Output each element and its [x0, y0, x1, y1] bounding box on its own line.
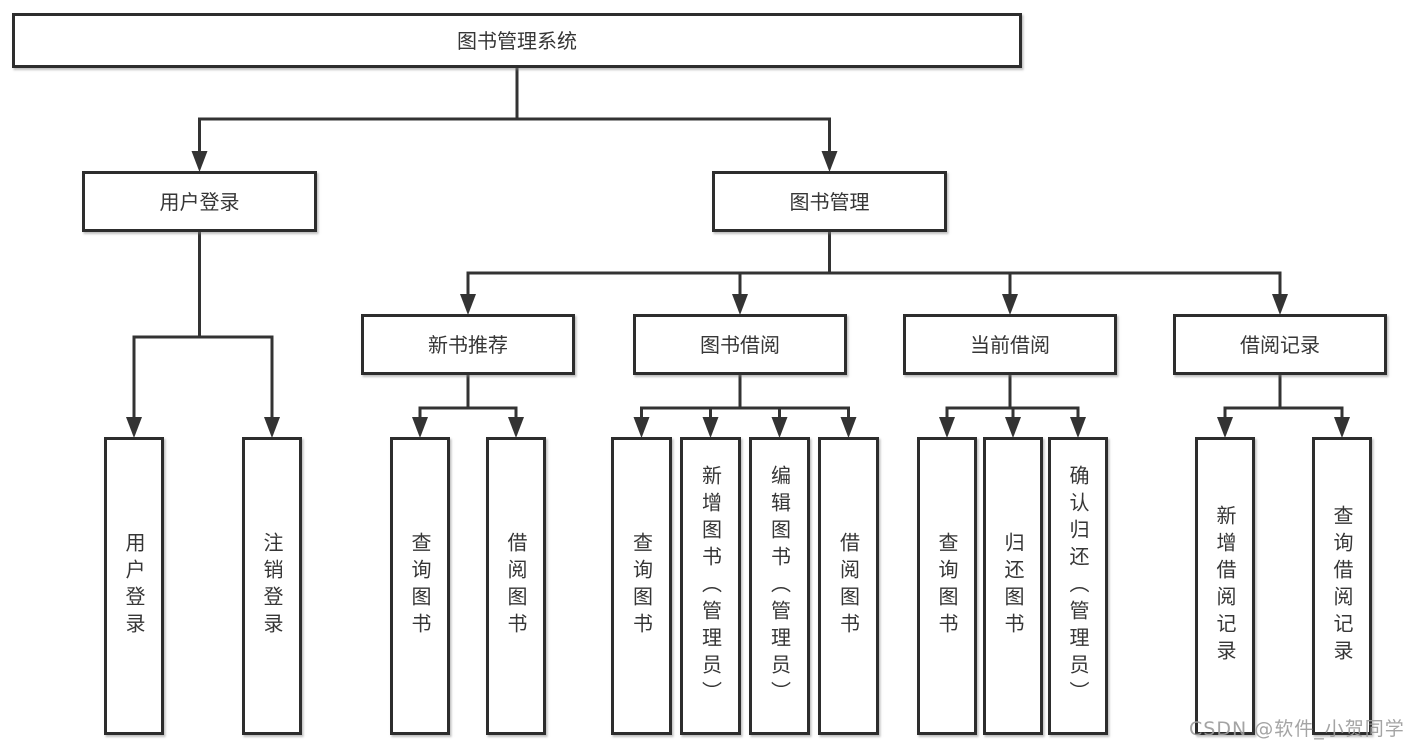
- node-label: 当前借阅: [970, 332, 1050, 357]
- node-label: 用户登录: [122, 532, 146, 640]
- node-label: 查询图书: [408, 532, 432, 640]
- node-label: 图书借阅: [700, 332, 780, 357]
- node-c3: 确认归还（管理员）: [1048, 437, 1108, 735]
- arrowhead-icon: [821, 151, 838, 172]
- arrowhead-icon: [460, 294, 476, 315]
- arrowhead-icon: [732, 294, 748, 315]
- arrowhead-icon: [412, 417, 428, 438]
- node-label: 借阅记录: [1240, 332, 1320, 357]
- node-login: 用户登录: [82, 171, 317, 232]
- node-nb1: 查询图书: [390, 437, 450, 735]
- arrowhead-icon: [1002, 294, 1018, 315]
- arrowhead-icon: [1272, 294, 1288, 315]
- arrowhead-icon: [191, 151, 208, 172]
- node-b3: 编辑图书（管理员）: [749, 437, 810, 735]
- node-records: 借阅记录: [1173, 314, 1387, 375]
- node-label: 新书推荐: [428, 332, 508, 357]
- arrowhead-icon: [508, 417, 524, 438]
- arrowhead-icon: [1005, 417, 1021, 438]
- arrowhead-icon: [840, 417, 857, 438]
- node-label: 新增借阅记录: [1213, 505, 1237, 667]
- arrowhead-icon: [126, 417, 142, 438]
- node-b1: 查询图书: [611, 437, 672, 735]
- node-b2: 新增图书（管理员）: [680, 437, 741, 735]
- node-label: 用户登录: [159, 189, 240, 214]
- node-label: 借阅图书: [504, 532, 528, 640]
- node-newbook: 新书推荐: [361, 314, 575, 375]
- arrowhead-icon: [1070, 417, 1086, 438]
- arrowhead-icon: [771, 417, 788, 438]
- node-label: 借阅图书: [836, 532, 861, 640]
- node-label: 注销登录: [260, 532, 284, 640]
- node-b4: 借阅图书: [818, 437, 879, 735]
- node-login2: 注销登录: [242, 437, 302, 735]
- node-label: 查询图书: [935, 532, 959, 640]
- node-label: 图书管理系统: [457, 28, 577, 53]
- node-label: 编辑图书（管理员）: [767, 464, 792, 708]
- node-label: 确认归还（管理员）: [1066, 464, 1090, 708]
- node-label: 新增图书（管理员）: [698, 464, 723, 708]
- node-r2: 查询借阅记录: [1312, 437, 1372, 735]
- node-label: 归还图书: [1001, 532, 1025, 640]
- node-r1: 新增借阅记录: [1195, 437, 1255, 735]
- node-label: 查询借阅记录: [1330, 505, 1354, 667]
- arrowhead-icon: [1334, 417, 1350, 438]
- arrowhead-icon: [633, 417, 650, 438]
- node-mgmt: 图书管理: [712, 171, 947, 232]
- node-login1: 用户登录: [104, 437, 164, 735]
- node-label: 查询图书: [629, 532, 654, 640]
- node-root: 图书管理系统: [12, 13, 1022, 68]
- node-nb2: 借阅图书: [486, 437, 546, 735]
- arrowhead-icon: [1217, 417, 1233, 438]
- node-label: 图书管理: [789, 189, 870, 214]
- node-c2: 归还图书: [983, 437, 1043, 735]
- node-current: 当前借阅: [903, 314, 1117, 375]
- arrowhead-icon: [264, 417, 280, 438]
- node-borrow: 图书借阅: [633, 314, 847, 375]
- arrowhead-icon: [702, 417, 719, 438]
- node-c1: 查询图书: [917, 437, 977, 735]
- arrowhead-icon: [939, 417, 955, 438]
